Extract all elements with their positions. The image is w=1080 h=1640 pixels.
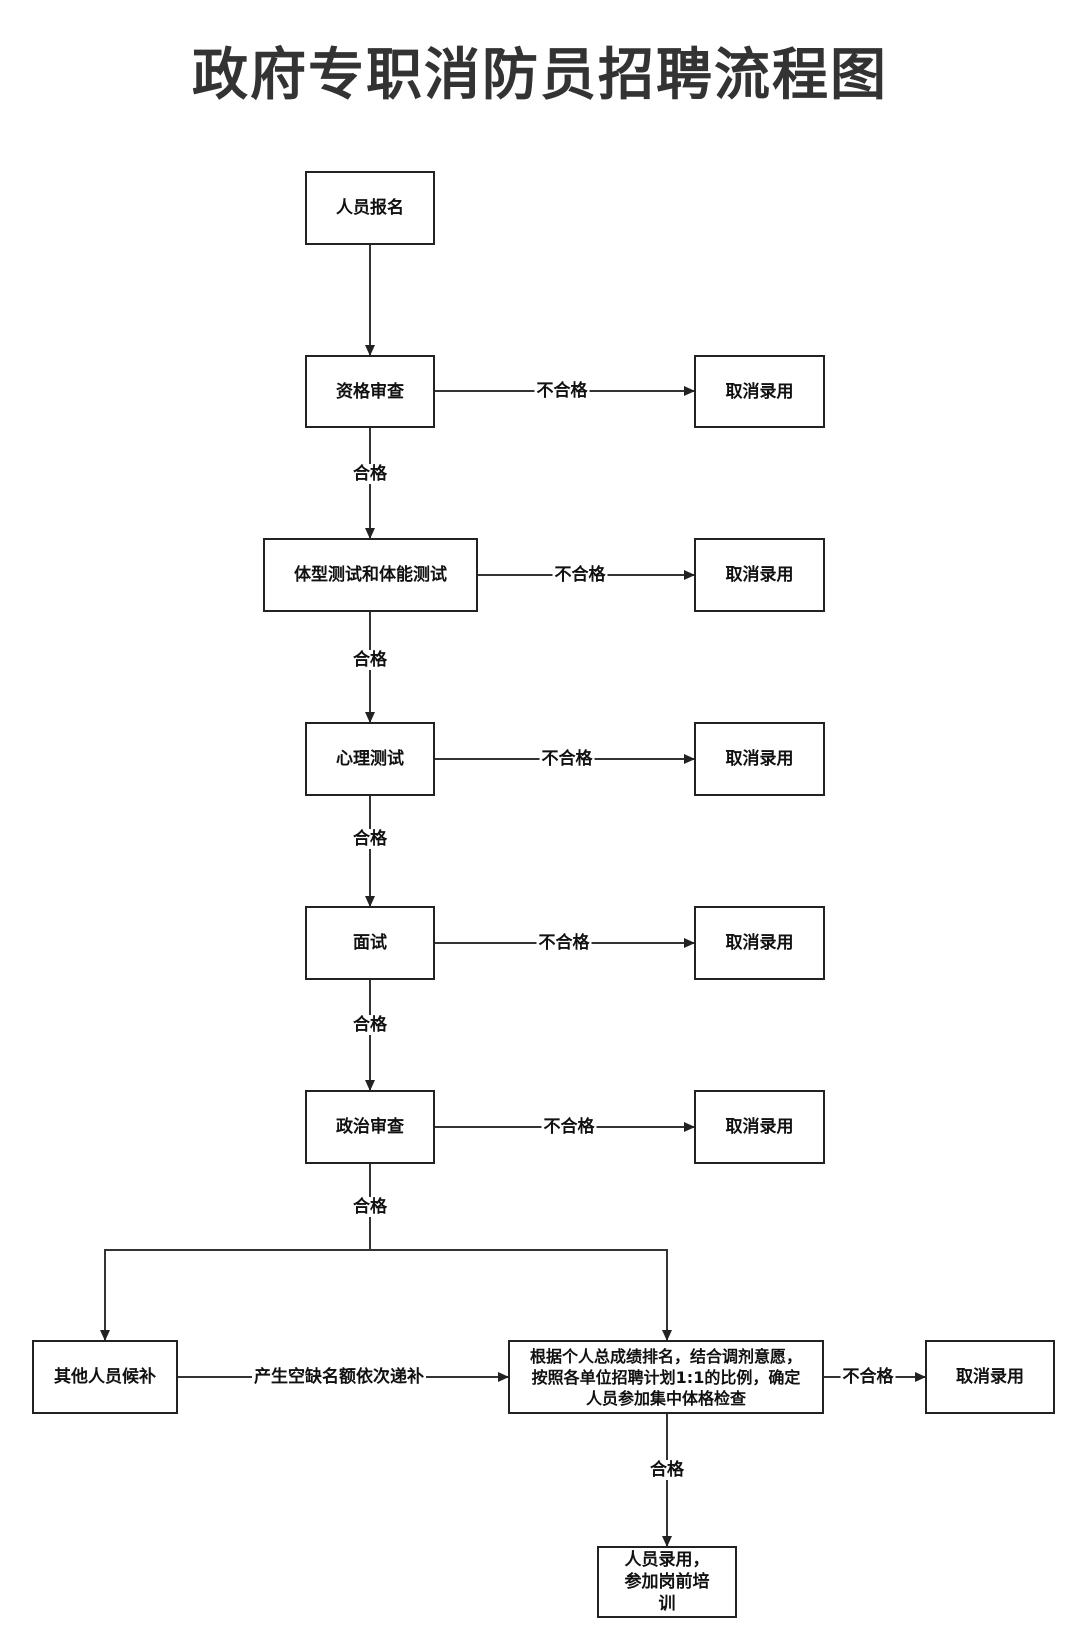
node-other-candidates: 其他人员候补 [32, 1340, 178, 1414]
label-backfill: 产生空缺名额依次递补 [252, 1367, 426, 1387]
node-cancel-3: 取消录用 [694, 722, 825, 796]
label-pass-6: 合格 [648, 1460, 686, 1480]
node-psych-test: 心理测试 [305, 722, 435, 796]
page-title: 政府专职消防员招聘流程图 [192, 43, 888, 108]
node-signup: 人员报名 [305, 171, 435, 245]
label-pass-2: 合格 [351, 650, 389, 670]
node-cancel-5: 取消录用 [694, 1090, 825, 1164]
node-cancel-4: 取消录用 [694, 906, 825, 980]
node-cancel-6: 取消录用 [925, 1340, 1055, 1414]
label-fail-5: 不合格 [541, 1117, 597, 1137]
label-pass-5: 合格 [351, 1197, 389, 1217]
node-cancel-2: 取消录用 [694, 538, 825, 612]
label-pass-1: 合格 [351, 464, 389, 484]
node-body-test: 体型测试和体能测试 [263, 538, 478, 612]
node-interview: 面试 [305, 906, 435, 980]
label-pass-4: 合格 [351, 1015, 389, 1035]
label-fail-3: 不合格 [539, 749, 595, 769]
label-fail-6: 不合格 [840, 1367, 896, 1387]
node-qualification-review: 资格审查 [305, 355, 435, 428]
label-fail-4: 不合格 [536, 933, 592, 953]
label-pass-3: 合格 [351, 829, 389, 849]
arrow-political-to-other [100, 1164, 371, 1341]
label-fail-2: 不合格 [552, 565, 608, 585]
label-fail-1: 不合格 [534, 381, 590, 401]
node-ranking-exam: 根据个人总成绩排名，结合调剂意愿，按照各单位招聘计划1:1的比例，确定人员参加集… [508, 1340, 824, 1414]
node-cancel-1: 取消录用 [694, 355, 825, 428]
node-political-review: 政治审查 [305, 1090, 435, 1164]
node-hired: 人员录用，参加岗前培训 [597, 1546, 737, 1618]
arrow-political-to-ranking [370, 1249, 672, 1341]
